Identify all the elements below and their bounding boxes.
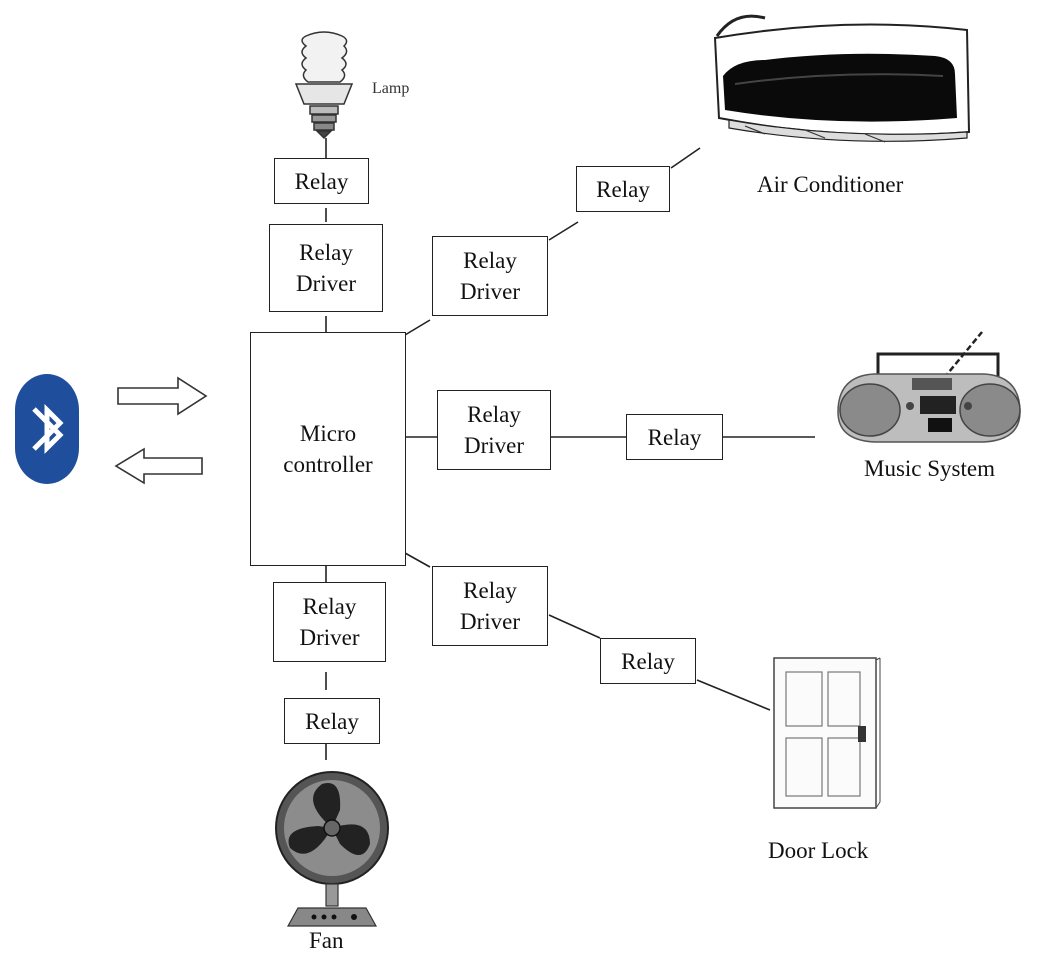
driver-line2: Driver (459, 609, 521, 634)
driver-line1: Relay (467, 402, 521, 427)
relay-box-lamp: Relay (274, 158, 369, 204)
wire-driver-relay-ac (548, 221, 579, 241)
wire-mcu-driver-door (404, 552, 431, 568)
bluetooth-icon (15, 374, 79, 484)
bluetooth-arrows (114, 376, 208, 485)
driver-line1: Relay (463, 578, 517, 603)
lamp-icon (294, 31, 354, 140)
microcontroller-box: Micro controller (250, 332, 406, 566)
door-lock-label: Door Lock (768, 838, 869, 863)
fan-icon (275, 771, 389, 927)
air-conditioner-label: Air Conditioner (757, 172, 904, 197)
music-system-label: Music System (864, 456, 995, 481)
mcu-line1: Micro (299, 421, 357, 446)
wire-mcu-driver-ac (404, 319, 431, 336)
fan-label: Fan (309, 928, 344, 953)
driver-line1: Relay (302, 594, 357, 619)
relay-box-door: Relay (600, 638, 696, 684)
relay-box-ac: Relay (576, 166, 670, 212)
mcu-line2: controller (283, 452, 373, 477)
relay-box-fan: Relay (284, 698, 380, 744)
driver-line1: Relay (299, 240, 353, 265)
driver-line2: Driver (299, 625, 360, 650)
relay-driver-box-lamp: Relay Driver (269, 224, 383, 312)
wire-driver-relay-door (548, 614, 601, 639)
driver-line2: Driver (459, 279, 521, 304)
lamp-label: Lamp (372, 80, 410, 97)
music-system-icon (837, 331, 1021, 443)
driver-line2: Driver (463, 433, 525, 458)
driver-line2: Driver (295, 271, 357, 296)
relay-driver-box-music: Relay Driver (437, 390, 551, 470)
relay-driver-box-door: Relay Driver (432, 566, 548, 646)
arrow-right-icon (117, 376, 208, 416)
door-lock-icon (773, 657, 881, 809)
air-conditioner-icon (713, 14, 971, 143)
arrow-left-icon (114, 447, 203, 485)
relay-driver-box-fan: Relay Driver (273, 582, 386, 662)
relay-box-music: Relay (626, 414, 723, 460)
relay-driver-box-ac: Relay Driver (432, 236, 548, 316)
wire-relay-ac (670, 147, 701, 169)
driver-line1: Relay (463, 248, 517, 273)
wire-relay-door (696, 679, 771, 711)
